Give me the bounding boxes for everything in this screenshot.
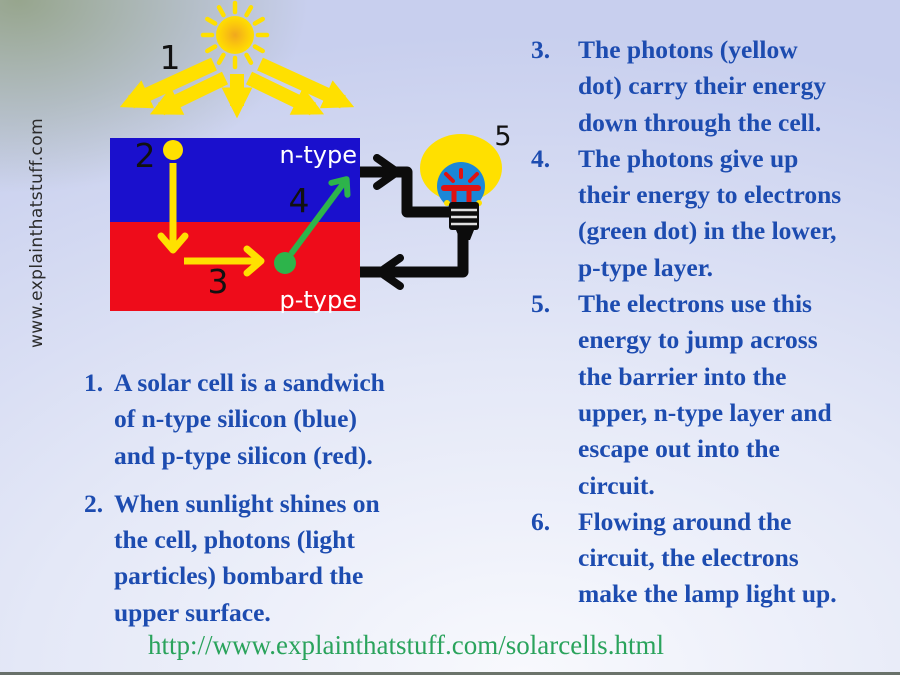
item-text: The photons (yellow dot) carry their ene…: [578, 35, 827, 137]
slide-bottom-edge: [0, 672, 900, 675]
list-item: 4. The photons give up their energy to e…: [531, 141, 900, 286]
item-number: 4.: [531, 143, 551, 173]
photon-dot: [163, 140, 183, 160]
item-number: 1.: [84, 368, 104, 397]
wire-bottom: [360, 233, 469, 278]
item-number: 2.: [84, 488, 104, 518]
item-text: The photons give up their energy to elec…: [578, 143, 842, 282]
item-text: Flowing around the circuit, the electron…: [578, 506, 837, 609]
electron-jump-arrow: [288, 176, 351, 256]
p-type-label: p-type: [279, 286, 357, 314]
step-1-label: 1: [160, 38, 181, 77]
step-4-label: 4: [289, 181, 310, 220]
item-text: When sunlight shines on the cell, photon…: [114, 488, 380, 627]
lamp: [420, 134, 502, 240]
source-url: http://www.explainthatstuff.com/solarcel…: [148, 630, 664, 660]
sun-icon: [200, 0, 270, 70]
item-number: 5.: [531, 289, 551, 319]
item-text: The electrons use this energy to jump ac…: [578, 289, 832, 500]
left-instruction-list: 1. A solar cell is a sandwich of n-type …: [84, 365, 496, 631]
step-2-label: 2: [135, 136, 156, 175]
circuit-wires: [360, 166, 469, 278]
list-item: 6. Flowing around the circuit, the elect…: [531, 504, 900, 613]
wire-top: [360, 166, 452, 218]
lamp-base-threads: [451, 208, 477, 226]
electron-dot: [274, 252, 296, 274]
current-arrow-left-icon: [376, 254, 404, 290]
lamp-base-tip: [456, 230, 474, 240]
item-number: 6.: [531, 506, 551, 536]
list-item: 2. When sunlight shines on the cell, pho…: [84, 486, 496, 631]
list-item: 1. A solar cell is a sandwich of n-type …: [84, 365, 496, 474]
sun-body: [216, 16, 254, 54]
lamp-filament: [441, 168, 481, 205]
step-3-label: 3: [208, 262, 229, 301]
n-type-label: n-type: [280, 141, 357, 169]
current-arrow-right-icon: [373, 154, 401, 190]
list-item: 5. The electrons use this energy to jump…: [531, 286, 900, 504]
glow-dot-left: [444, 200, 450, 206]
list-item: 3. The photons (yellow dot) carry their …: [531, 32, 900, 141]
p-type-layer: [110, 222, 360, 311]
right-instruction-list: 3. The photons (yellow dot) carry their …: [531, 32, 900, 613]
solar-cell-block: n-type p-type: [110, 138, 360, 314]
step-5-label: 5: [494, 121, 511, 152]
current-direction-arrows: [373, 154, 404, 290]
n-type-layer: [110, 138, 360, 222]
sun-rays: [200, 0, 270, 70]
item-text: A solar cell is a sandwich of n-type sil…: [114, 368, 385, 470]
item-number: 3.: [531, 35, 551, 64]
sunbeam-arrows: [119, 57, 355, 119]
